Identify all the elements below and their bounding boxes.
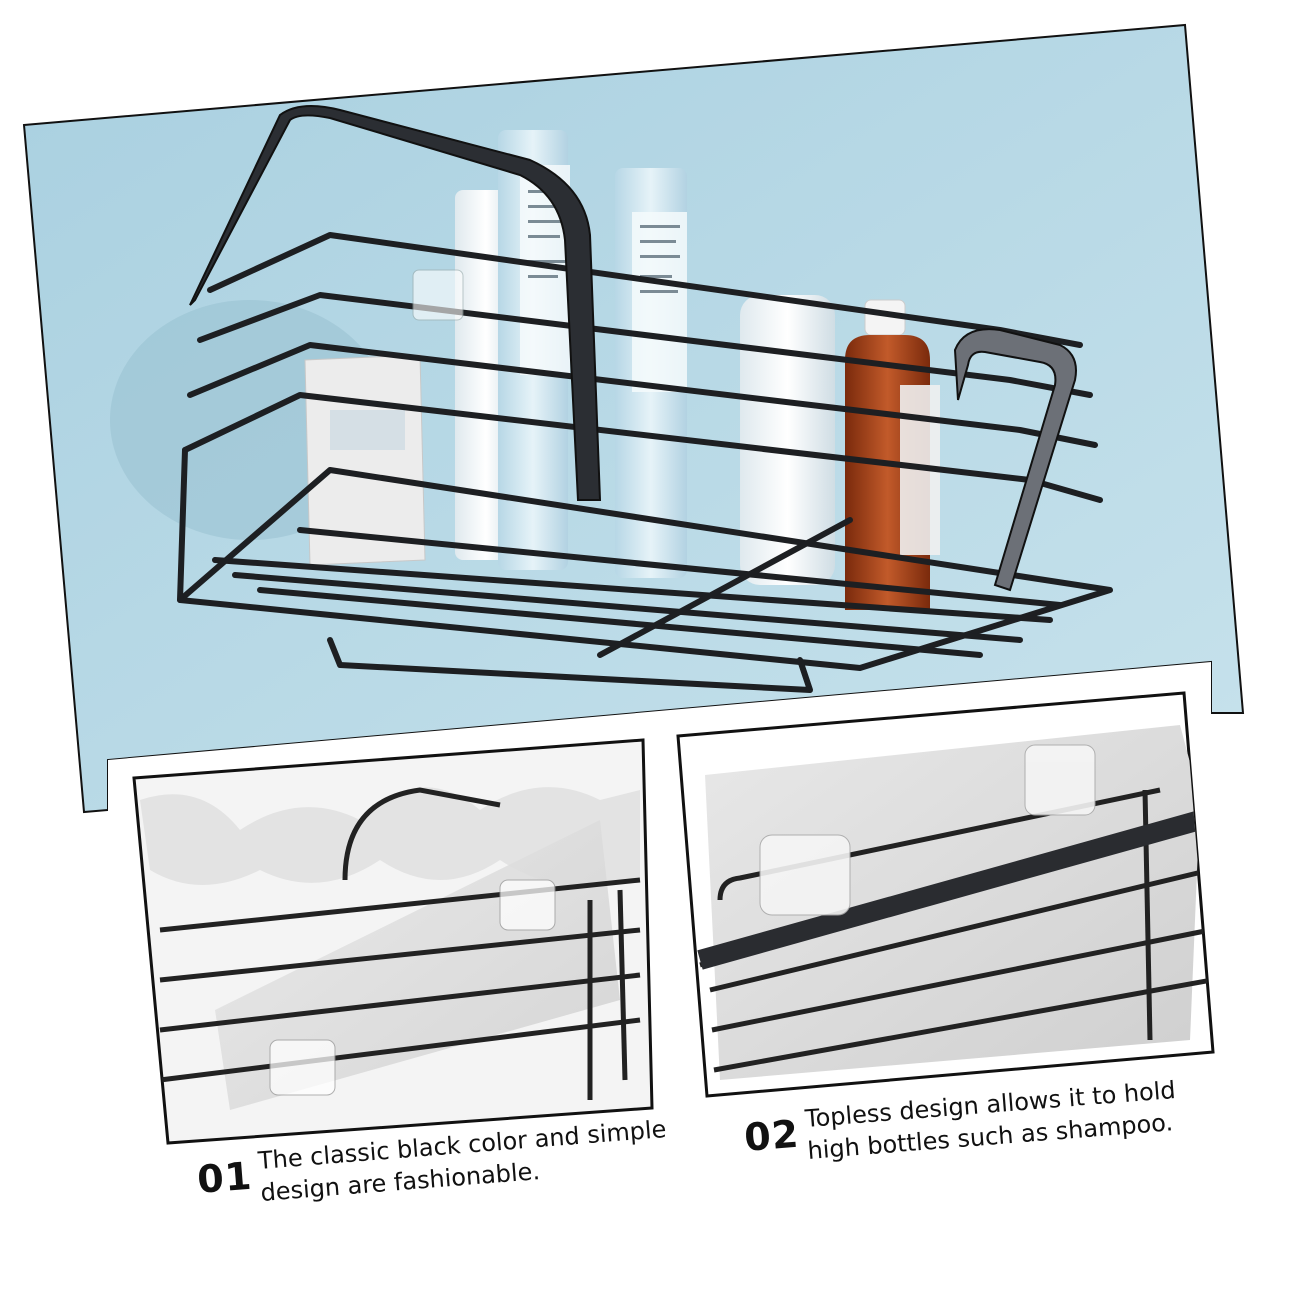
detail-photo-1 [132, 738, 654, 1145]
caption-1-number: 01 [195, 1153, 254, 1202]
hero-photo [22, 23, 1245, 814]
caption-2-number: 02 [742, 1111, 801, 1160]
detail-photo-2 [676, 691, 1215, 1098]
